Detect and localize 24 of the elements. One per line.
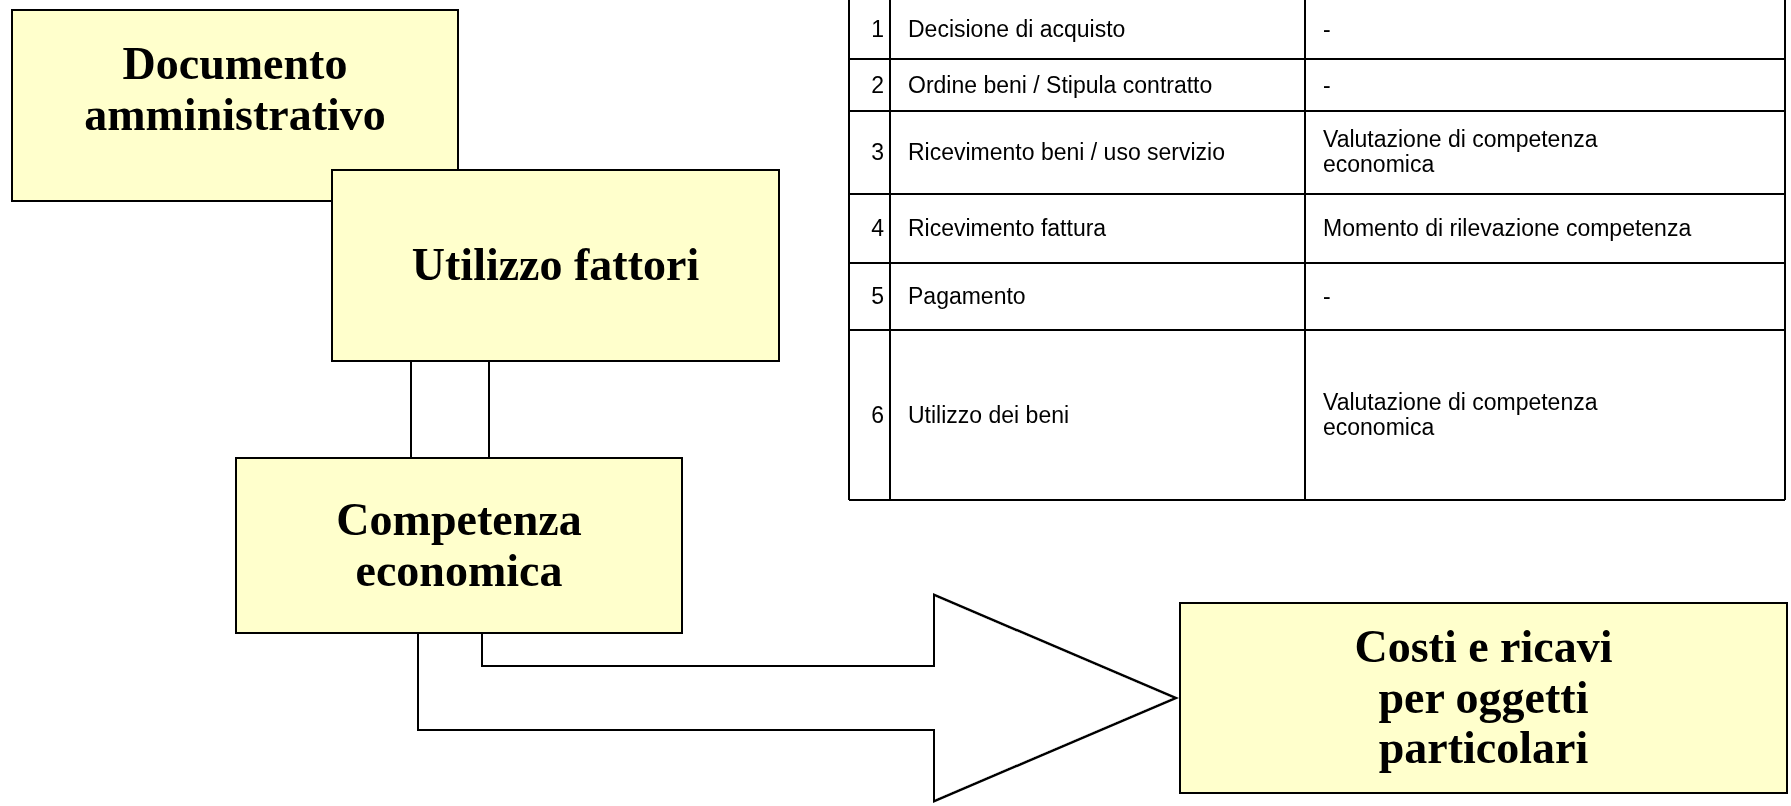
block-arrow — [417, 593, 1179, 803]
row-number: 4 — [870, 216, 884, 242]
row-number: 5 — [870, 284, 884, 310]
evaluation-text: - — [1323, 284, 1331, 310]
step-text: Ordine beni / Stipula contratto — [908, 72, 1213, 98]
evaluation-text: - — [1323, 17, 1331, 43]
row-number: 6 — [870, 402, 884, 428]
step-text: Ricevimento beni / uso servizio — [908, 140, 1226, 166]
evaluation-text: Valutazione di competenza economica — [1323, 389, 1599, 441]
step-text: Pagamento — [908, 284, 1026, 310]
evaluation-text: Valutazione di competenza economica — [1323, 127, 1599, 178]
evaluation-text: Momento di rilevazione competenza — [1323, 216, 1692, 242]
step-text: Utilizzo dei beni — [908, 402, 1070, 428]
connector-lines — [410, 361, 490, 458]
row-number: 3 — [870, 140, 884, 166]
step-text: Decisione di acquisto — [908, 17, 1126, 43]
process-box: Utilizzo fattori — [331, 169, 780, 362]
step-text: Ricevimento fattura — [908, 216, 1107, 242]
row-number: 2 — [870, 72, 884, 98]
evaluation-text: - — [1323, 72, 1331, 98]
process-box: Competenza economica — [235, 457, 683, 634]
row-number: 1 — [870, 17, 884, 43]
document-box: Documento amministrativo — [11, 9, 459, 202]
result-box: Costi e ricavi per oggetti particolari — [1179, 602, 1788, 794]
